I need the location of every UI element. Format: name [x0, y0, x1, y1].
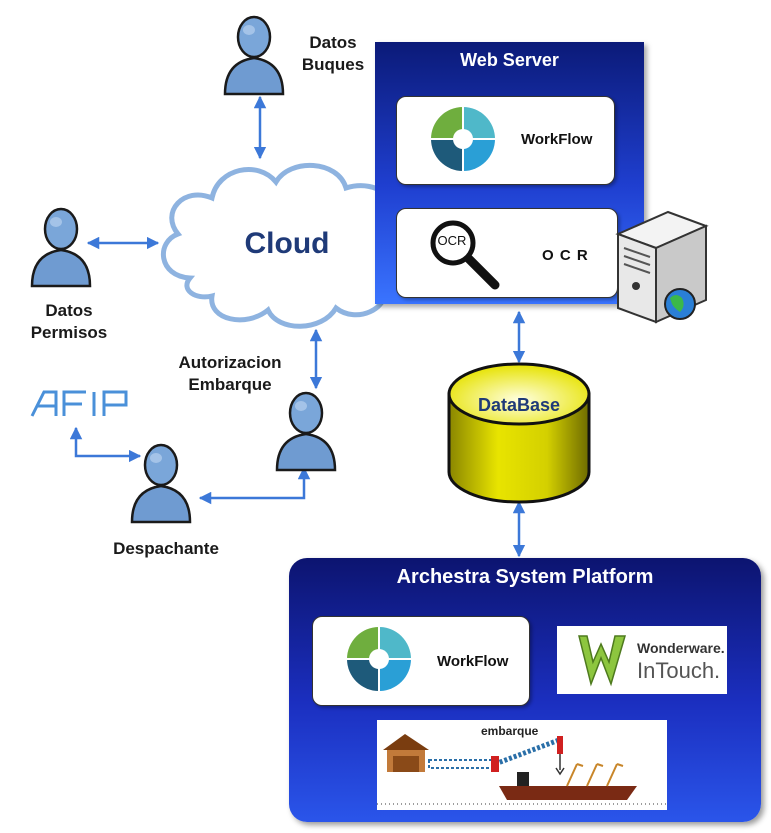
database-cylinder	[447, 362, 591, 504]
workflow-label-web: WorkFlow	[521, 131, 593, 148]
wonderware-intouch-logo: Wonderware. InTouch.	[557, 626, 727, 694]
archestra-title: Archestra System Platform	[396, 566, 654, 588]
workflow-card-archestra: WorkFlow	[312, 616, 530, 706]
archestra-panel: Archestra System Platform WorkFlow Wonde…	[289, 558, 761, 822]
ship-loading-illustration	[377, 734, 667, 805]
person-icon-permisos	[30, 207, 92, 288]
ocr-icon-text: OCR	[437, 233, 467, 248]
person-icon-buques	[223, 15, 285, 96]
wonderware-line2: InTouch.	[637, 658, 721, 683]
database-label: DataBase	[477, 395, 561, 415]
server-tower-icon	[615, 210, 709, 324]
arrow-autorizacion-despachante	[198, 466, 311, 505]
ocr-card: OCR O C R	[396, 208, 618, 298]
cloud-label: Cloud	[244, 227, 330, 260]
label-despachante: Despachante	[113, 539, 219, 558]
ocr-label: O C R	[542, 247, 589, 264]
embarque-label: embarque	[481, 724, 539, 738]
workflow-gear-icon	[347, 627, 411, 691]
web-server-title: Web Server	[460, 50, 559, 70]
web-server-panel: Web Server WorkFlow OCR O C R	[375, 42, 644, 304]
person-icon-despachante	[130, 443, 192, 524]
embarque-scene: embarque	[377, 720, 667, 810]
wonderware-w-icon	[578, 635, 626, 687]
ocr-magnifier-icon	[430, 220, 500, 290]
workflow-gear-icon	[431, 107, 495, 171]
afip-logo	[30, 390, 128, 417]
arrow-afip-despachante	[69, 426, 142, 463]
workflow-card-web: WorkFlow	[396, 96, 615, 185]
wonderware-line1: Wonderware.	[637, 640, 725, 656]
workflow-label-archestra: WorkFlow	[437, 653, 509, 670]
person-icon-autorizacion	[275, 391, 337, 472]
